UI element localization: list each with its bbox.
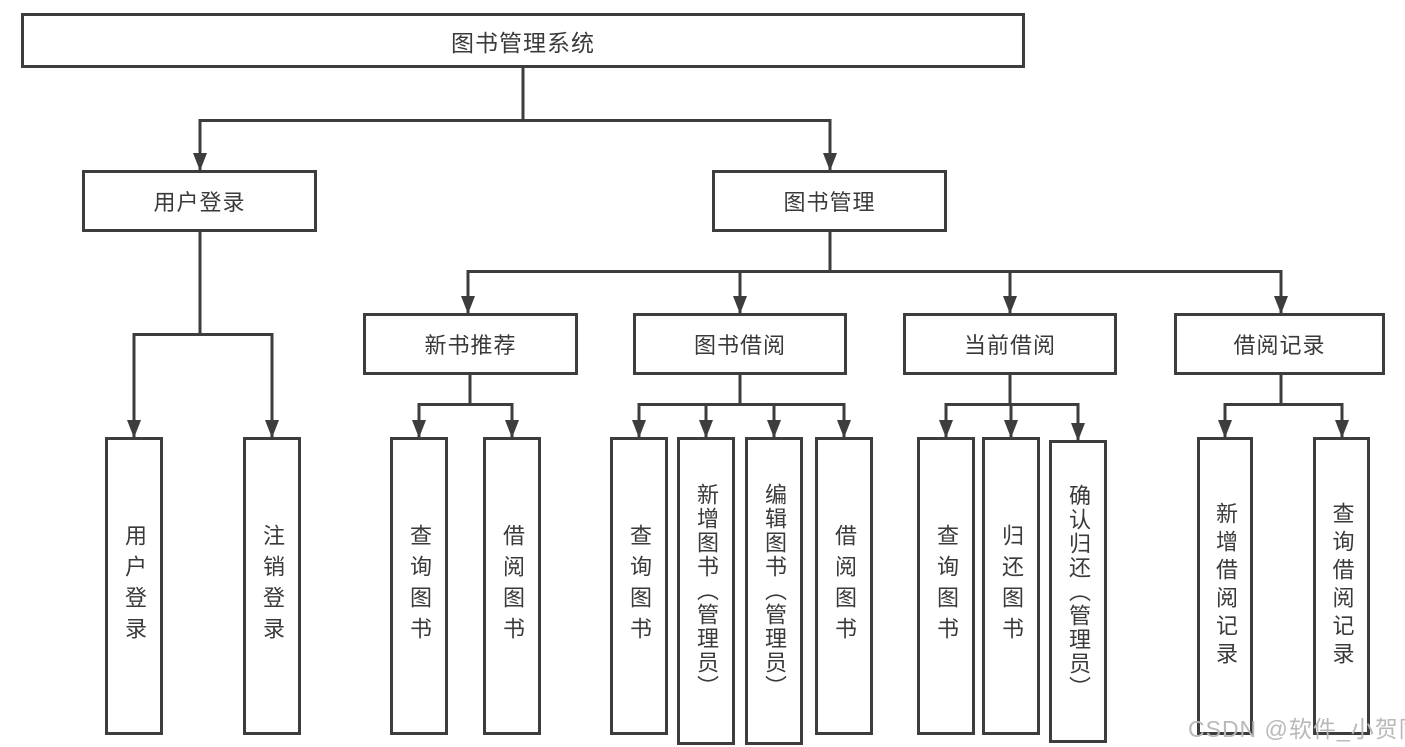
node-new-book-recommendation: 新书推荐 [363,313,578,375]
node-label: 新书推荐 [424,333,517,358]
leaf-label: 查询图书 [407,524,432,648]
leaf-borrow-books-recommend: 借阅图书 [483,437,541,735]
leaf-add-borrow-record: 新增借阅记录 [1197,437,1253,735]
leaf-label: 查询借阅记录 [1329,502,1355,670]
leaf-label: 归还图书 [999,524,1024,648]
node-label: 图书管理 [783,190,876,215]
node-library-system: 图书管理系统 [21,13,1025,68]
leaf-query-books-recommend: 查询图书 [390,437,448,735]
leaf-edit-books-admin: 编辑图书（管理员） [745,437,803,745]
leaf-add-books-admin: 新增图书（管理员） [677,437,735,745]
node-user-login: 用户登录 [82,170,317,232]
node-borrowing-records: 借阅记录 [1174,313,1385,375]
leaf-label: 确认归还（管理员） [1066,483,1091,700]
leaf-label: 新增借阅记录 [1213,502,1238,670]
leaf-query-books-current: 查询图书 [917,437,975,735]
leaf-logout: 注销登录 [243,437,301,735]
leaf-label: 注销登录 [260,524,285,648]
leaf-label: 借阅图书 [500,524,525,648]
leaf-label: 查询图书 [934,524,959,648]
leaf-label: 编辑图书（管理员） [762,483,787,699]
leaf-borrow-books-borrowing: 借阅图书 [815,437,873,735]
leaf-label: 用户登录 [122,524,147,648]
node-book-borrowing: 图书借阅 [633,313,847,375]
node-book-management: 图书管理 [712,170,947,232]
leaf-return-books: 归还图书 [982,437,1040,735]
watermark: CSDN @软件_小贺同学 [1188,716,1405,742]
leaf-query-borrow-record: 查询借阅记录 [1313,437,1370,735]
node-label: 借阅记录 [1233,333,1326,358]
node-label: 图书借阅 [693,333,786,358]
node-label: 图书管理系统 [451,29,595,56]
leaf-label: 借阅图书 [832,524,857,648]
node-label: 用户登录 [153,190,246,215]
leaf-confirm-return-admin: 确认归还（管理员） [1049,440,1107,743]
node-current-borrowing: 当前借阅 [903,313,1117,375]
leaf-user-login: 用户登录 [105,437,163,735]
leaf-label: 查询图书 [627,524,652,648]
node-label: 当前借阅 [963,333,1056,358]
leaf-query-books-borrowing: 查询图书 [610,437,668,735]
leaf-label: 新增图书（管理员） [694,483,719,699]
